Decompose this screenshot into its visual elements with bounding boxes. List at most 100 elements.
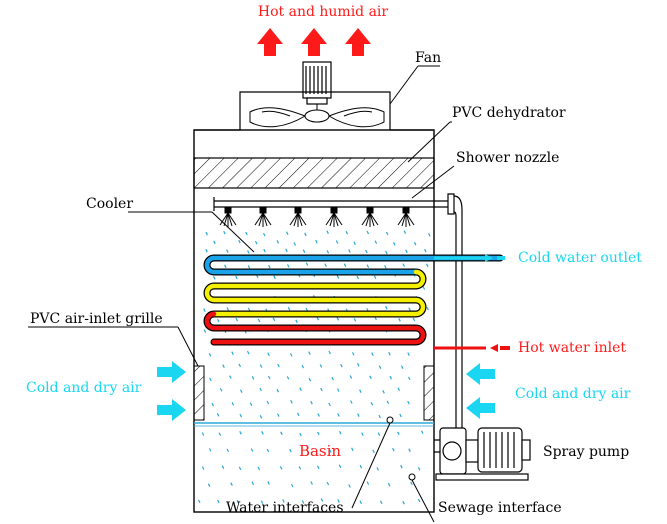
- water-droplet: [389, 375, 392, 380]
- water-droplet: [399, 413, 402, 418]
- cooler-label: Cooler: [86, 196, 133, 212]
- hot-water-inlet-label: Hot water inlet: [518, 340, 626, 356]
- water-droplet: [266, 400, 270, 405]
- water-droplet: [224, 264, 227, 269]
- water-droplet: [254, 240, 258, 245]
- fan-blades: [249, 104, 385, 128]
- water-droplet: [216, 318, 220, 323]
- sewage-interface-label: Sewage interface: [438, 500, 562, 516]
- water-droplet: [315, 239, 318, 244]
- water-droplet: [277, 363, 280, 368]
- water-droplet: [403, 230, 407, 234]
- water-droplet: [377, 432, 381, 436]
- water-droplet: [208, 448, 212, 452]
- water-droplet: [326, 481, 330, 486]
- water-droplet: [337, 413, 340, 417]
- water-droplet: [398, 318, 401, 322]
- water-droplet: [372, 449, 375, 454]
- water-droplet: [301, 500, 305, 504]
- water-droplet: [392, 242, 396, 246]
- water-droplet: [340, 363, 343, 368]
- water-droplet: [208, 353, 212, 357]
- water-droplet: [345, 230, 349, 235]
- water-droplet: [392, 447, 395, 452]
- water-droplet: [201, 466, 205, 470]
- dehydrator-label: PVC dehydrator: [452, 105, 566, 121]
- water-droplet: [316, 465, 320, 470]
- water-droplet: [385, 231, 389, 236]
- water-droplet: [337, 499, 340, 503]
- water-droplet: [378, 414, 381, 419]
- water-droplet: [213, 240, 216, 245]
- water-droplet: [299, 387, 302, 391]
- water-droplet: [412, 317, 416, 322]
- water-droplet: [353, 241, 356, 246]
- left-arrow-icon: [466, 397, 495, 419]
- water-droplet: [374, 240, 378, 244]
- water-droplet: [226, 448, 230, 453]
- water-droplet: [285, 231, 289, 235]
- water-droplet: [397, 387, 401, 391]
- water-droplet: [211, 402, 215, 407]
- water-droplet: [320, 498, 324, 502]
- water-droplet: [328, 350, 331, 355]
- water-droplet: [219, 388, 223, 392]
- water-droplet: [320, 387, 323, 392]
- water-droplet: [217, 499, 220, 504]
- water-droplet: [324, 263, 327, 267]
- water-droplet: [259, 415, 263, 419]
- water-droplet: [203, 308, 206, 312]
- water-droplet: [425, 263, 429, 268]
- cold-air-right-label: Cold and dry air: [515, 386, 631, 402]
- water-droplet: [361, 432, 364, 436]
- water-droplet: [226, 307, 230, 311]
- water-droplet: [247, 250, 250, 254]
- water-droplet: [249, 402, 253, 407]
- water-droplet: [304, 232, 307, 237]
- nozzle: [219, 206, 237, 227]
- water-droplet: [209, 377, 212, 382]
- water-droplet: [308, 377, 312, 382]
- water-droplet: [366, 481, 370, 485]
- water-interfaces-label: Water interfaces: [226, 500, 344, 516]
- water-droplet: [302, 249, 306, 253]
- water-droplet: [400, 464, 403, 469]
- water-droplet: [316, 316, 320, 321]
- water-droplet: [359, 500, 363, 505]
- water-droplet: [267, 375, 271, 380]
- water-droplet: [231, 351, 234, 355]
- tower-body: [193, 129, 435, 513]
- up-arrow-icon: [301, 28, 327, 56]
- water-droplet: [365, 249, 368, 254]
- water-droplet: [379, 500, 383, 505]
- water-droplet: [357, 413, 360, 417]
- water-droplet: [382, 390, 385, 394]
- basin-label: Basin: [299, 442, 341, 460]
- water-droplet: [370, 401, 374, 406]
- leader-lines: [28, 65, 455, 523]
- water-droplet: [335, 240, 339, 244]
- shower-nozzle-label: Shower nozzle: [456, 150, 559, 166]
- left-arrow-icon: [490, 344, 498, 352]
- water-droplet: [426, 306, 429, 311]
- shower-nozzles: [219, 206, 415, 227]
- left-arrow-icon: [466, 363, 495, 385]
- water-droplet: [221, 465, 225, 469]
- water-droplet: [359, 389, 362, 393]
- water-droplet: [400, 365, 404, 369]
- water-droplet: [385, 250, 388, 255]
- water-droplet: [267, 352, 270, 356]
- water-droplet: [285, 248, 288, 253]
- air-inlet-grille-right: [423, 365, 435, 421]
- water-droplet: [317, 431, 320, 436]
- water-droplet: [356, 363, 360, 367]
- water-droplet: [276, 388, 280, 393]
- water-droplet: [239, 389, 243, 393]
- water-droplet: [387, 482, 391, 487]
- water-droplet: [246, 350, 250, 355]
- water-droplet: [257, 466, 261, 471]
- water-droplet: [293, 242, 297, 246]
- water-droplet: [402, 500, 405, 505]
- fan-label: Fan: [415, 50, 441, 66]
